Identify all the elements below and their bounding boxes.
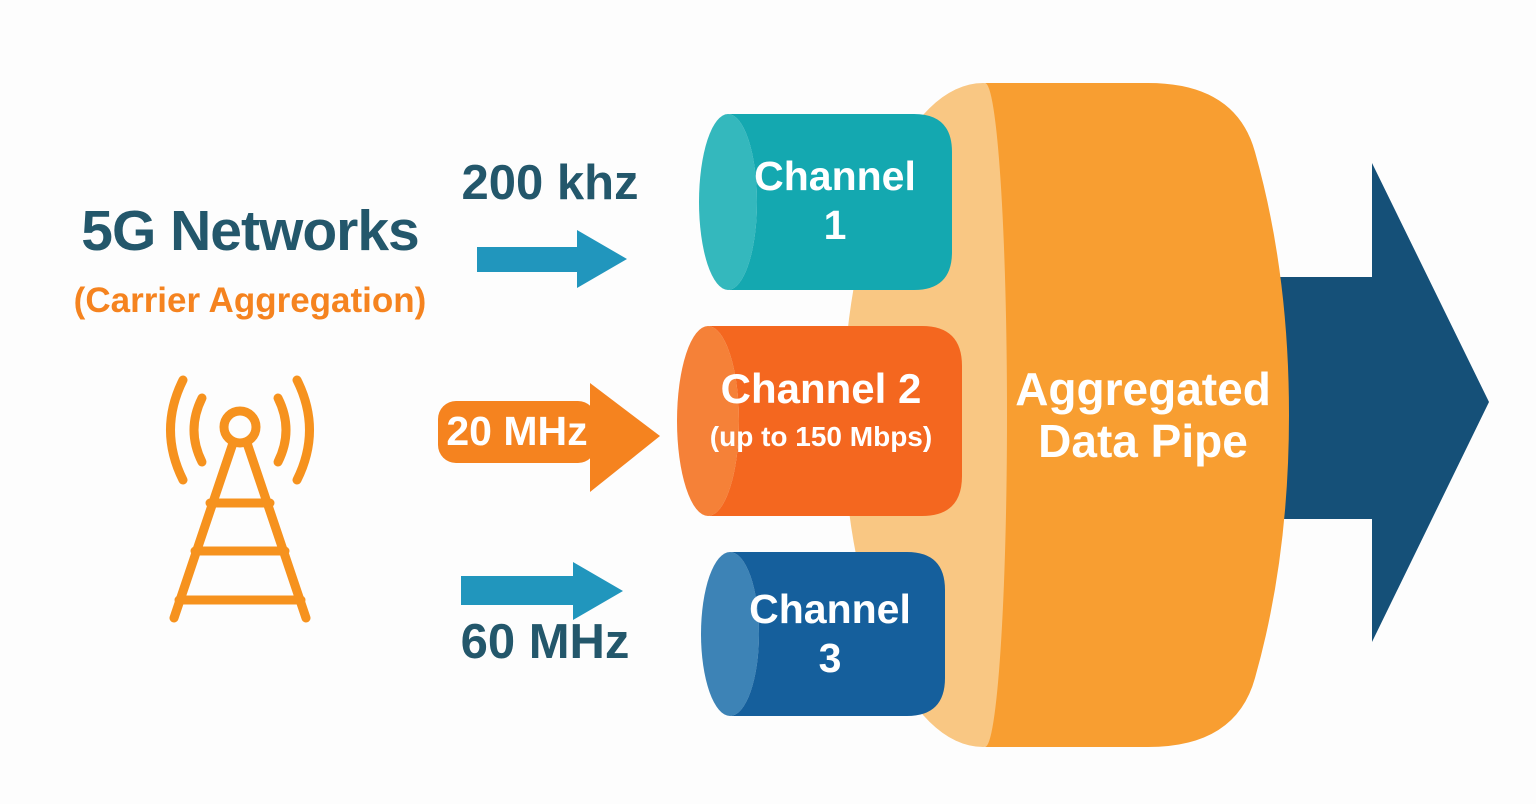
- page-title: 5G Networks: [81, 199, 419, 263]
- bandwidth-label-channel-2: 20 MHz: [446, 408, 588, 454]
- channel-1-label-line2: 1: [823, 202, 847, 248]
- channel-2-cylinder: [708, 326, 962, 516]
- flow-arrow-top-icon: [477, 230, 627, 288]
- bandwidth-arrow-banner: [438, 401, 596, 463]
- flow-arrow-bottom-icon: [461, 562, 623, 620]
- channel-1-label: Channel 1: [715, 152, 955, 250]
- channel-1-label-line1: Channel: [754, 153, 916, 199]
- channel-3-label-line1: Channel: [749, 586, 911, 632]
- channel-2-note: (up to 150 Mbps): [709, 421, 933, 452]
- channel-1-cylinder: [728, 114, 952, 290]
- cell-tower-icon: [166, 375, 314, 623]
- bandwidth-label-channel-1: 200 khz: [461, 156, 639, 210]
- aggregated-pipe-label: Aggregated Data Pipe: [998, 363, 1288, 467]
- pipe-label-line1: Aggregated: [1015, 363, 1271, 415]
- channel-1-end-cap: [699, 114, 757, 290]
- bandwidth-label-channel-3: 60 MHz: [460, 615, 630, 669]
- channel-2-end-cap: [677, 326, 739, 516]
- channel-3-cylinder: [730, 552, 945, 716]
- pipe-label-line2: Data Pipe: [1038, 415, 1248, 467]
- output-arrow-icon: [1245, 163, 1489, 642]
- channel-3-label: Channel 3: [712, 585, 948, 683]
- aggregated-pipe-body: [985, 83, 1289, 747]
- channel-3-label-line2: 3: [818, 635, 842, 681]
- bandwidth-arrow-head-icon: [590, 383, 660, 492]
- channel-3-end-cap: [701, 552, 759, 716]
- channel-2-label: Channel 2: [720, 365, 922, 412]
- page-subtitle: (Carrier Aggregation): [73, 281, 427, 320]
